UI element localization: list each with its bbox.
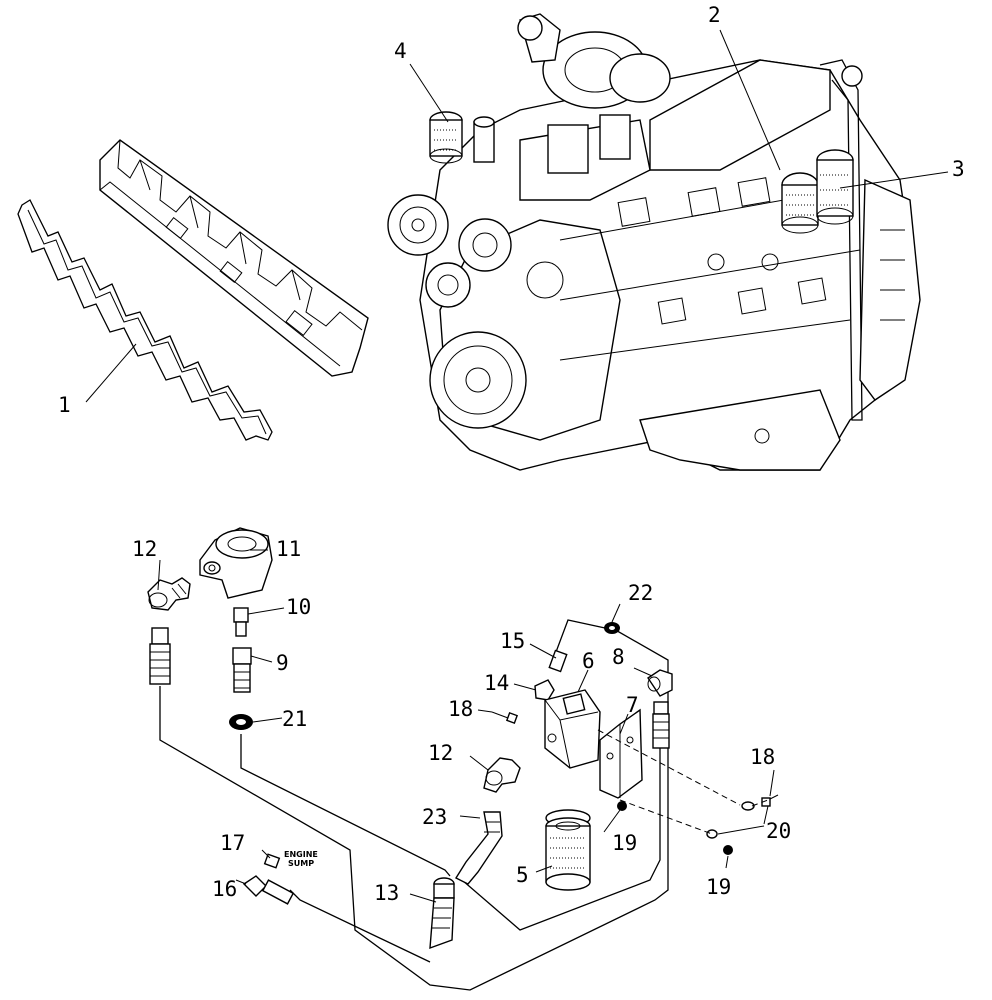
callout-16: 16 bbox=[212, 877, 237, 901]
valve-cover-gasket bbox=[17, 199, 273, 441]
engine-assembly bbox=[387, 13, 921, 471]
hose-lines bbox=[159, 619, 669, 991]
callout-4: 4 bbox=[394, 39, 407, 63]
elbow-fitting-top bbox=[147, 577, 191, 611]
callout-3: 3 bbox=[952, 157, 965, 181]
elbow-fitting-middle bbox=[483, 757, 521, 793]
callout-9: 9 bbox=[276, 651, 289, 675]
valve-cover bbox=[99, 139, 369, 377]
callout-18-right: 18 bbox=[750, 745, 775, 769]
callout-6: 6 bbox=[582, 649, 595, 673]
assembly-lines bbox=[597, 729, 769, 835]
mounting-block bbox=[544, 689, 601, 769]
air-breather-element bbox=[429, 111, 495, 164]
callout-labels: 1 2 3 4 5 6 7 8 9 10 11 12 12 13 14 15 1… bbox=[58, 3, 965, 905]
leader-lines bbox=[85, 29, 949, 903]
hose-adapter bbox=[232, 647, 252, 693]
callout-11: 11 bbox=[276, 537, 301, 561]
engine-sump-label-line1: ENGINE bbox=[284, 850, 318, 859]
straight-fitting bbox=[548, 649, 568, 673]
callout-19-upper: 19 bbox=[612, 831, 637, 855]
hose-elbow bbox=[454, 811, 503, 885]
callout-7: 7 bbox=[626, 693, 639, 717]
callout-10: 10 bbox=[286, 595, 311, 619]
callout-17: 17 bbox=[220, 831, 245, 855]
callout-19-lower: 19 bbox=[706, 875, 731, 899]
nut-19-upper bbox=[617, 801, 627, 811]
callout-14: 14 bbox=[484, 671, 509, 695]
elbow-fitting-right bbox=[647, 669, 673, 697]
callout-21: 21 bbox=[282, 707, 307, 731]
cap-screw-left bbox=[491, 711, 519, 725]
o-ring bbox=[604, 622, 620, 634]
tee-fitting bbox=[534, 679, 555, 701]
washer-20 bbox=[706, 829, 718, 839]
adapter-nipple bbox=[233, 607, 249, 637]
nut-19-lower bbox=[723, 845, 733, 855]
hose-fitting-bottom bbox=[429, 877, 455, 950]
callout-8: 8 bbox=[612, 645, 625, 669]
callout-1: 1 bbox=[58, 393, 71, 417]
hose-fitting-right bbox=[652, 701, 670, 749]
hose-fitting-left bbox=[149, 627, 171, 685]
callout-2: 2 bbox=[708, 3, 721, 27]
callout-12-top: 12 bbox=[132, 537, 157, 561]
filter-head bbox=[199, 527, 273, 599]
callout-23: 23 bbox=[422, 805, 447, 829]
callout-18-left: 18 bbox=[448, 697, 473, 721]
sealing-washer bbox=[229, 714, 253, 730]
callout-13: 13 bbox=[374, 881, 399, 905]
spin-on-filter bbox=[545, 809, 591, 891]
callout-12-mid: 12 bbox=[428, 741, 453, 765]
sump-fitting bbox=[242, 853, 295, 905]
callout-15: 15 bbox=[500, 629, 525, 653]
cap-screw-right bbox=[741, 794, 779, 811]
mounting-bracket bbox=[599, 708, 643, 799]
callout-5: 5 bbox=[516, 863, 529, 887]
callout-22: 22 bbox=[628, 581, 653, 605]
callout-20: 20 bbox=[766, 819, 791, 843]
engine-filter bbox=[781, 149, 854, 234]
engine-sump-label-line2: SUMP bbox=[288, 859, 314, 868]
